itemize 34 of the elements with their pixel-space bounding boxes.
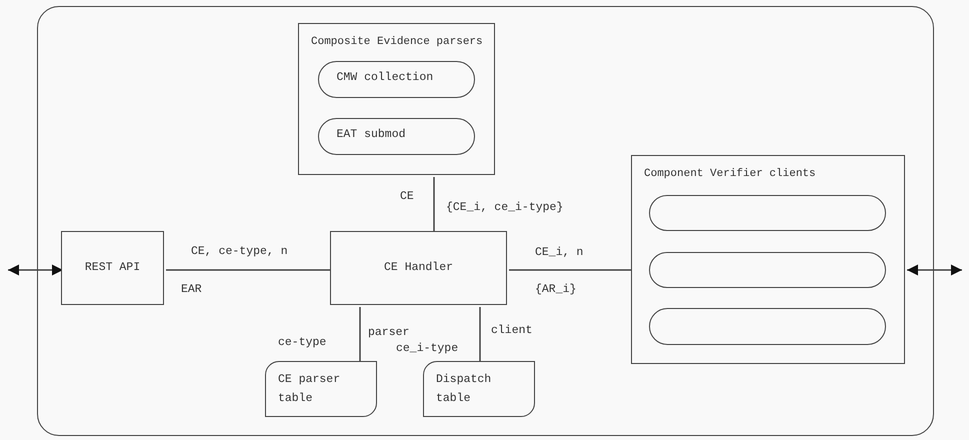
node-label: REST API — [84, 261, 142, 274]
edge-label: CE_i, n — [534, 246, 584, 259]
group-box — [298, 23, 495, 175]
node-label: CE parser table — [278, 372, 342, 407]
module-pill — [648, 252, 886, 288]
process-box — [330, 231, 507, 305]
connector-line — [359, 307, 361, 363]
frame-panel — [36, 6, 934, 436]
node-label: Dispatch table — [436, 372, 492, 407]
arrow — [8, 264, 63, 276]
edge-label: CE, ce-type, n — [190, 245, 289, 258]
node-label: CMW collection — [336, 71, 434, 84]
module-pill — [318, 60, 474, 98]
flow-annotation: parser — [367, 326, 410, 339]
module-pill — [648, 308, 886, 344]
flow-annotation: {AR_i} — [534, 283, 578, 296]
group-box — [631, 155, 905, 364]
connector-line — [479, 307, 481, 363]
flow-annotation: {CE_i, ce_i-type} — [445, 201, 564, 214]
process-box — [61, 231, 164, 305]
arrow — [907, 264, 962, 276]
group-title: Composite Evidence parsers — [311, 36, 483, 48]
connector-line — [433, 177, 435, 233]
module-pill — [648, 194, 886, 230]
connector-line — [166, 269, 332, 271]
table-store — [423, 361, 535, 417]
table-store — [265, 361, 377, 417]
module-pill — [318, 118, 474, 154]
group-title: Component Verifier clients — [644, 168, 816, 180]
edge-label: ce-type — [277, 336, 328, 349]
connector-line — [509, 269, 633, 271]
node-label: CE Handler — [382, 261, 454, 274]
flow-annotation: ce_i-type — [395, 342, 460, 355]
node-label: EAT submod — [336, 128, 406, 141]
